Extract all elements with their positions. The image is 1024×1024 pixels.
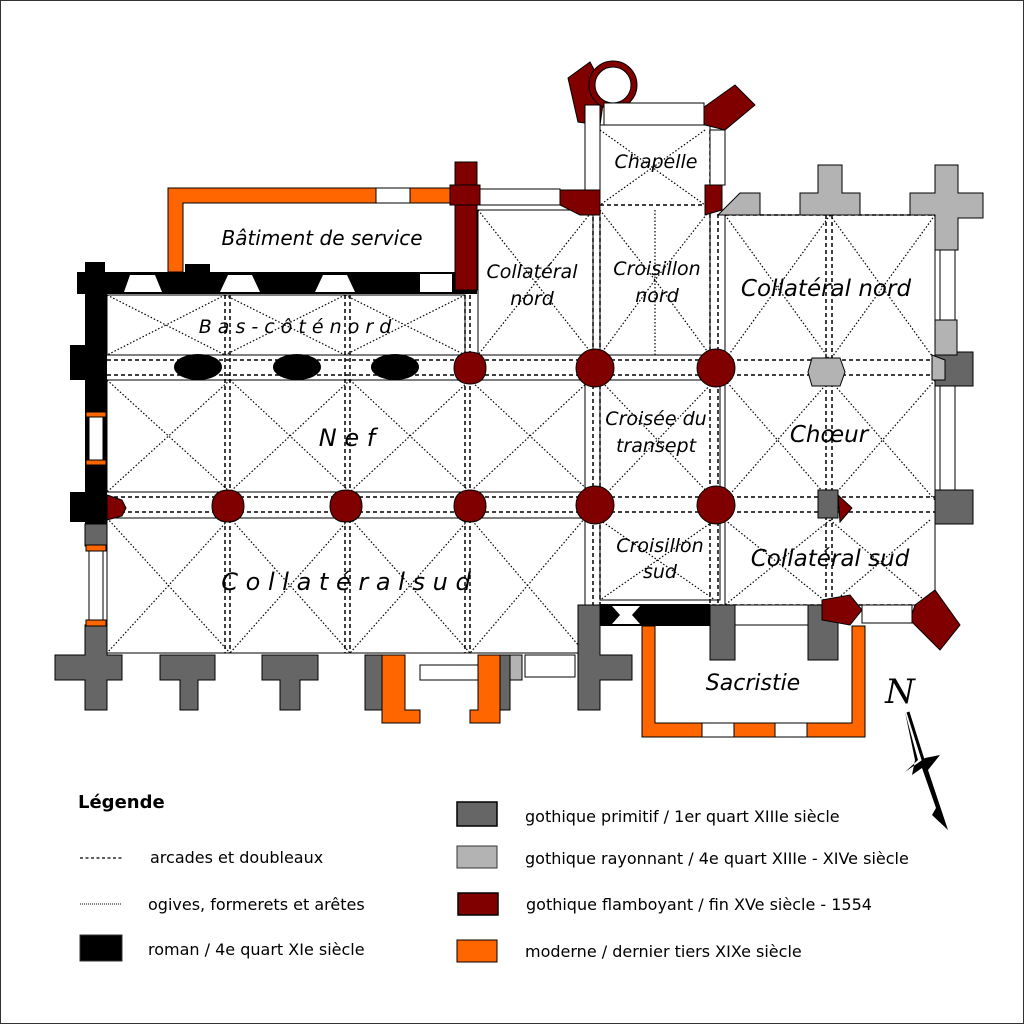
nef-area	[106, 379, 586, 493]
label-croisillon-sud-2: sud	[643, 561, 678, 583]
walls-gothique-flamboyant	[106, 60, 961, 651]
walls-gothique-rayonnant	[509, 164, 984, 681]
legend-title: Légende	[78, 792, 165, 813]
legend-label: gothique rayonnant / 4e quart XIIIe - XI…	[525, 849, 909, 868]
label-choeur: Chœur	[790, 422, 870, 448]
label-chapelle: Chapelle	[615, 151, 698, 173]
legend-label: moderne / dernier tiers XIXe siècle	[525, 942, 802, 961]
label-collateral-sud: C o l l a t é r a l s u d	[221, 568, 471, 596]
window-bays	[88, 102, 956, 681]
color-swatch-flamboyant	[457, 892, 499, 916]
label-nef: N e f	[319, 424, 379, 452]
label-collateral-nord-west-2: nord	[510, 288, 554, 310]
croisee-area	[599, 379, 721, 601]
legend-item-roman: roman / 4e quart XIe siècle	[79, 934, 365, 962]
compass-letter: N	[884, 672, 916, 712]
legend-item-gothique-primitif: gothique primitif / 1er quart XIIIe sièc…	[456, 801, 840, 827]
choeur-area	[724, 214, 936, 606]
legend-label: roman / 4e quart XIe siècle	[148, 940, 365, 959]
north-compass: N	[884, 672, 948, 830]
walls-roman	[70, 262, 710, 626]
room-labels: Chapelle Bâtiment de service B a s - c ô…	[199, 151, 912, 696]
color-swatch-primitif	[456, 801, 498, 827]
label-croisillon-nord-2: nord	[635, 285, 679, 307]
legend-item-ogives: ogives, formerets et arêtes	[80, 895, 365, 914]
legend-item-gothique-rayonnant: gothique rayonnant / 4e quart XIIIe - XI…	[456, 845, 909, 869]
ribs-ogives	[106, 129, 936, 654]
legend-item-arcades: arcades et doubleaux	[80, 848, 323, 867]
label-croisillon-sud: Croisillon	[616, 535, 703, 557]
label-croisee-2: transept	[616, 435, 698, 457]
color-swatch-roman	[79, 934, 123, 962]
legend-item-gothique-flamboyant: gothique flamboyant / fin XVe siècle - 1…	[457, 892, 872, 916]
legend-label: arcades et doubleaux	[150, 848, 323, 867]
label-bas-cote-nord: B a s - c ô t é n o r d	[199, 316, 393, 338]
legend-item-moderne: moderne / dernier tiers XIXe siècle	[456, 939, 802, 963]
label-collateral-nord-east: Collatéral nord	[741, 276, 912, 302]
legend-label: gothique primitif / 1er quart XIIIe sièc…	[525, 807, 840, 826]
color-swatch-rayonnant	[456, 845, 498, 869]
label-batiment-service: Bâtiment de service	[221, 226, 422, 250]
label-croisillon-nord: Croisillon	[613, 258, 700, 280]
label-sacristie: Sacristie	[706, 671, 800, 696]
label-collateral-nord-west: Collatéral	[487, 261, 579, 283]
color-swatch-moderne	[456, 939, 498, 963]
legend-label: gothique flamboyant / fin XVe siècle - 1…	[526, 895, 872, 914]
label-croisee: Croisée du	[605, 408, 706, 430]
legend: Légende arcades et doubleaux ogives, for…	[78, 792, 909, 963]
walls-moderne	[85, 187, 866, 738]
legend-label: ogives, formerets et arêtes	[148, 895, 365, 914]
label-collateral-sud-east: Collatéral sud	[751, 546, 910, 572]
